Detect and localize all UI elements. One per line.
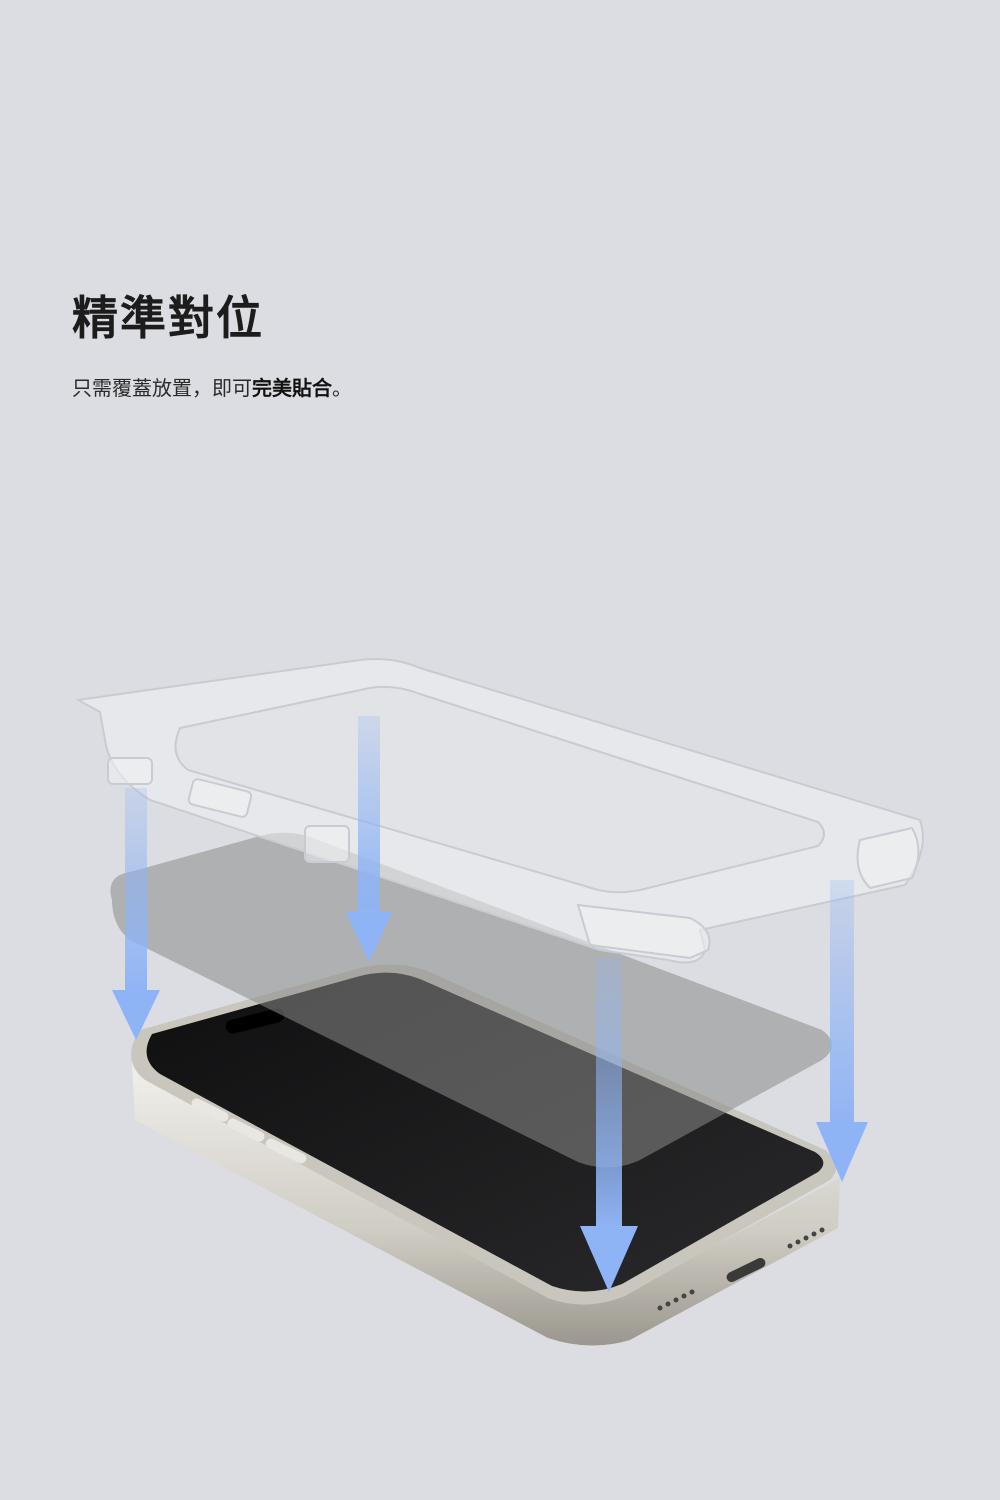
alignment-arrows [112,716,868,1292]
down-arrow-icon [816,880,868,1182]
phone-screen [146,972,824,1292]
frame-tab [107,757,153,785]
volume-button [227,1118,265,1142]
down-arrow-icon [112,788,160,1040]
page-title: 精準對位 [72,291,264,345]
speaker-grille [657,1227,825,1311]
protector-film [110,832,832,1168]
usb-port [726,1257,766,1283]
subtitle-emphasis: 完美貼合 [252,376,332,400]
phone [131,964,840,1346]
volume-button [191,1098,229,1122]
down-arrow-icon [580,958,638,1292]
action-button [265,1138,307,1164]
phone-side [132,1062,840,1346]
alignment-frame [74,658,924,964]
frame-tab [187,778,253,818]
frame-handle [576,903,711,960]
frame-handle [856,826,920,890]
down-arrow-icon [346,716,392,962]
subtitle-tail: 。 [332,376,352,400]
frame-tab [304,825,350,863]
subtitle-lead: 只需覆蓋放置，即可 [72,376,252,400]
dynamic-island [225,1008,285,1034]
alignment-illustration [74,658,924,1346]
frame-window [174,685,825,894]
page-subtitle: 只需覆蓋放置，即可完美貼合。 [72,372,352,401]
